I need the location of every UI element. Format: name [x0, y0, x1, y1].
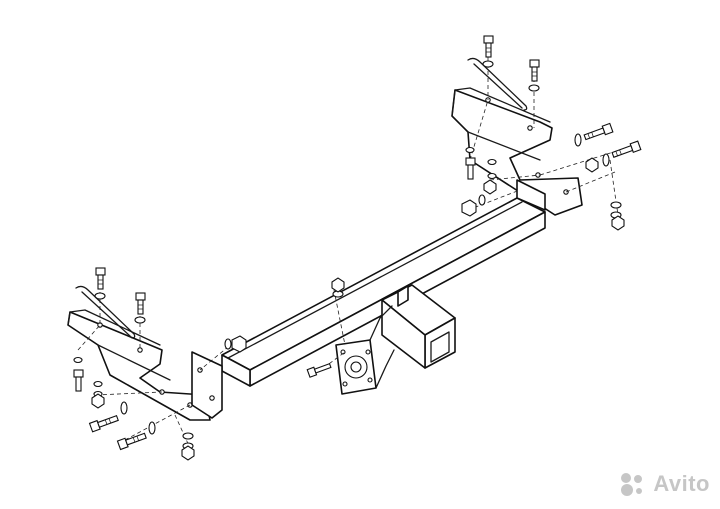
cross-bar: [221, 197, 546, 387]
receiver-tube: [381, 284, 456, 369]
bolt-top-right-1: [483, 35, 494, 58]
receiver-gusset: [397, 285, 409, 307]
nuts: [91, 157, 625, 461]
avito-logo-icon: [621, 473, 643, 496]
bolt-lower-left: [73, 369, 84, 392]
left-side-bracket: [67, 309, 223, 421]
bolt-top-right-2: [529, 59, 540, 82]
bolt-right-side-1: [583, 122, 614, 141]
bolt-right-side-2: [611, 140, 642, 158]
right-side-bracket: [451, 87, 583, 216]
chain-straps: [75, 57, 528, 339]
bolt-top-left-2: [135, 292, 146, 315]
watermark-text: Avito: [653, 471, 710, 496]
bolt-left-side-2: [116, 432, 147, 451]
bolt-socket: [306, 362, 332, 378]
bolt-lower-right: [465, 157, 476, 180]
bolt-left-side-1: [88, 414, 119, 433]
bolt-top-left-1: [95, 267, 106, 290]
avito-watermark: Avito: [617, 469, 710, 499]
socket-bracket: [335, 305, 395, 395]
